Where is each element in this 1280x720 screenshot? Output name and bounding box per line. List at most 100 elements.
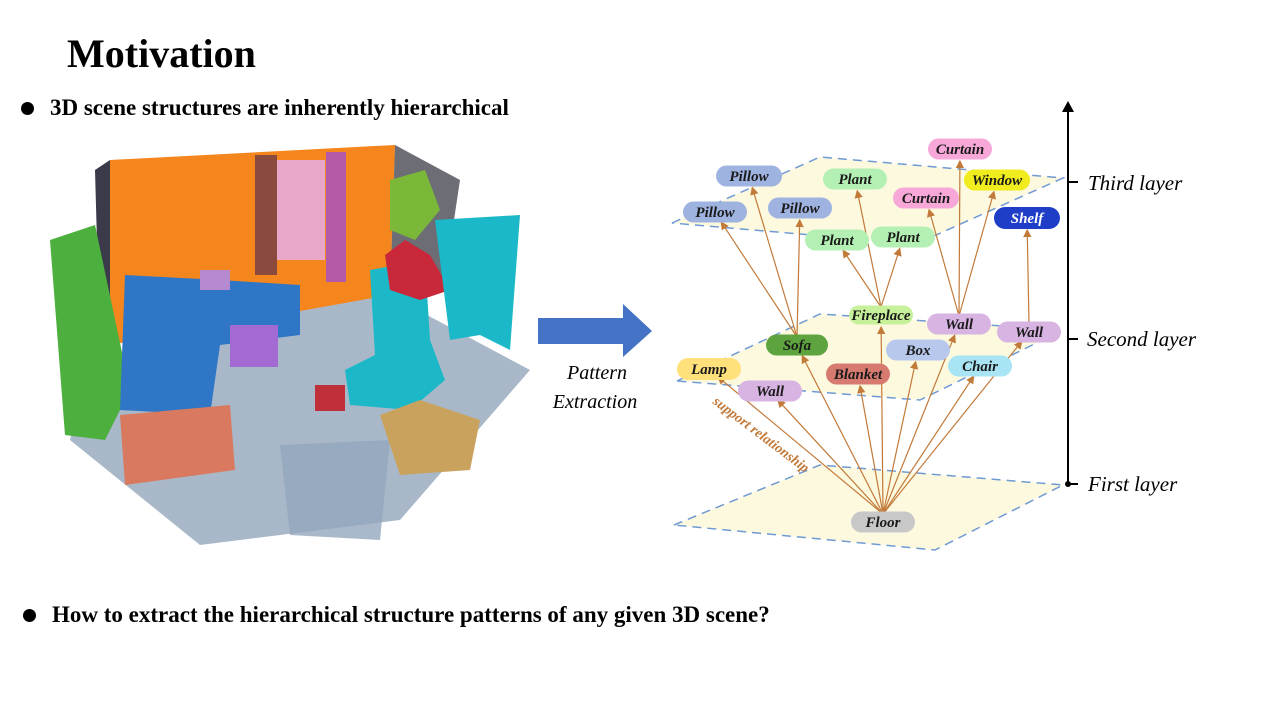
scene-pillow bbox=[200, 270, 230, 290]
node-plant1-label: Plant bbox=[838, 172, 872, 188]
node-wall3-label: Wall bbox=[756, 384, 785, 400]
node-blanket: Blanket bbox=[826, 363, 890, 385]
bullet-dot-icon bbox=[23, 608, 36, 622]
node-box: Box bbox=[886, 339, 950, 361]
bullet-text-2: How to extract the hierarchical structur… bbox=[52, 602, 770, 627]
support-edge-wall2-shelf bbox=[1023, 228, 1032, 325]
node-curtain2-pill bbox=[893, 187, 959, 209]
pattern-extraction-arrow: Pattern Extraction bbox=[538, 304, 652, 413]
node-wall2-pill bbox=[997, 321, 1061, 343]
node-plant3-label: Plant bbox=[886, 230, 920, 246]
scene-blanket bbox=[120, 405, 235, 485]
slide-title: Motivation bbox=[67, 31, 256, 76]
support-edge-floor-chair bbox=[882, 375, 975, 515]
node-fireplace: Fireplace bbox=[849, 305, 913, 325]
node-window-label: Window bbox=[972, 173, 1023, 189]
node-fireplace-label: Fireplace bbox=[850, 308, 910, 324]
edge-label-support-relationship: support relationship bbox=[709, 394, 812, 477]
node-shelf-label: Shelf bbox=[1011, 211, 1046, 227]
node-wall1-label: Wall bbox=[945, 317, 974, 333]
node-curtain2-label: Curtain bbox=[902, 191, 950, 207]
scene-plant-green bbox=[390, 170, 440, 240]
node-pillow1-label: Pillow bbox=[729, 169, 769, 185]
support-edge-fireplace-plant2 bbox=[842, 249, 882, 308]
node-window-pill bbox=[964, 169, 1030, 191]
support-edge-floor-blanket bbox=[857, 384, 884, 515]
node-pillow2: Pillow bbox=[683, 201, 747, 223]
bullet-item-1: 3D scene structures are inherently hiera… bbox=[21, 95, 509, 121]
scene-sofa bbox=[120, 275, 300, 415]
node-wall3-pill bbox=[738, 380, 802, 402]
node-wall1-pill bbox=[927, 313, 991, 335]
support-edge-wall1-window bbox=[958, 190, 997, 317]
arrow-label-line2: Extraction bbox=[552, 391, 637, 413]
axis-arrow-icon bbox=[1062, 101, 1074, 112]
scene-curtain-left bbox=[255, 155, 277, 275]
scene-3d-illustration bbox=[50, 145, 530, 545]
support-edge-wall1-curtain1 bbox=[955, 159, 965, 317]
layer-label-second: Second layer bbox=[1087, 327, 1197, 351]
node-shelf: Shelf bbox=[994, 207, 1060, 229]
node-chair-label: Chair bbox=[962, 359, 998, 375]
node-lamp-label: Lamp bbox=[690, 362, 727, 378]
node-plant1: Plant bbox=[823, 168, 887, 190]
node-plant3: Plant bbox=[871, 226, 935, 248]
support-edge-fireplace-plant3 bbox=[880, 247, 902, 308]
scene-floor-scatter bbox=[280, 440, 390, 540]
node-pillow2-label: Pillow bbox=[695, 205, 735, 221]
node-wall3: Wall bbox=[738, 380, 802, 402]
scene-shelf bbox=[435, 215, 520, 350]
node-floor: Floor bbox=[851, 511, 915, 533]
node-window: Window bbox=[964, 169, 1030, 191]
layer-label-first: First layer bbox=[1087, 472, 1178, 496]
arrow-label-line1: Pattern bbox=[566, 362, 627, 384]
node-wall2: Wall bbox=[997, 321, 1061, 343]
support-edge-sofa-pillow3 bbox=[795, 218, 804, 338]
scene-object-red bbox=[315, 385, 345, 411]
node-plant3-pill bbox=[871, 226, 935, 248]
support-edge-floor-sofa bbox=[801, 354, 884, 515]
node-plant1-pill bbox=[823, 168, 887, 190]
scene-plant-red bbox=[385, 240, 450, 300]
node-pillow1: Pillow bbox=[716, 165, 782, 187]
node-pillow3-label: Pillow bbox=[780, 201, 820, 217]
scene-curtain-right bbox=[326, 152, 346, 282]
scene-box bbox=[230, 325, 278, 367]
node-sofa: Sofa bbox=[766, 334, 828, 356]
node-sofa-pill bbox=[766, 334, 828, 356]
axis-base-dot bbox=[1065, 481, 1071, 487]
node-curtain1-label: Curtain bbox=[936, 142, 984, 158]
node-pillow1-pill bbox=[716, 165, 782, 187]
node-sofa-label: Sofa bbox=[783, 338, 812, 354]
support-edge-fireplace-plant1 bbox=[854, 189, 882, 308]
node-plant2-pill bbox=[805, 229, 869, 251]
bullet-dot-icon bbox=[21, 101, 34, 115]
bullet-text-1: 3D scene structures are inherently hiera… bbox=[50, 95, 509, 120]
support-edge-sofa-pillow2 bbox=[720, 221, 798, 338]
node-box-label: Box bbox=[904, 343, 931, 359]
node-pillow3-pill bbox=[768, 197, 832, 219]
node-curtain1: Curtain bbox=[928, 138, 992, 160]
node-blanket-label: Blanket bbox=[833, 367, 883, 383]
support-edge-floor-box bbox=[882, 360, 919, 515]
node-curtain2: Curtain bbox=[893, 187, 959, 209]
node-shelf-pill bbox=[994, 207, 1060, 229]
right-arrow-icon bbox=[538, 304, 652, 357]
node-floor-pill bbox=[851, 511, 915, 533]
node-lamp: Lamp bbox=[677, 358, 741, 380]
node-lamp-pill bbox=[677, 358, 741, 380]
support-edge-wall1-curtain2 bbox=[926, 208, 960, 317]
support-edge-floor-wall3 bbox=[777, 399, 884, 515]
node-plant2: Plant bbox=[805, 229, 869, 251]
node-chair: Chair bbox=[948, 355, 1012, 377]
support-edge-sofa-pillow1 bbox=[750, 186, 798, 338]
node-fireplace-pill bbox=[849, 305, 913, 325]
support-edge-floor-fireplace bbox=[876, 325, 886, 515]
node-plant2-label: Plant bbox=[820, 233, 854, 249]
node-wall1: Wall bbox=[927, 313, 991, 335]
scene-chair bbox=[380, 400, 480, 475]
node-pillow3: Pillow bbox=[768, 197, 832, 219]
